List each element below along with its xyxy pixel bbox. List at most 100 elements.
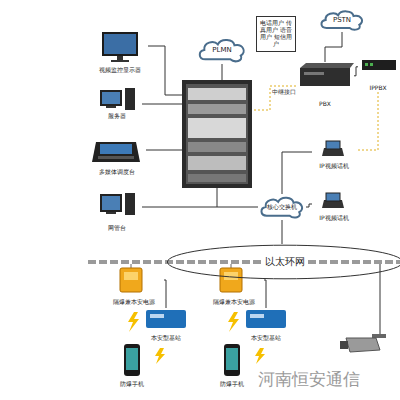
device-node: 服务器 [92, 86, 142, 120]
console-icon [92, 142, 140, 162]
trunk-wire [356, 92, 378, 150]
trunk-wire [252, 86, 378, 150]
server-rack [188, 142, 246, 152]
node-label: 隔爆兼本安电源 [212, 299, 256, 306]
computer-icon [125, 88, 135, 110]
pbx-icon [300, 63, 354, 68]
mobile-phone-icon [224, 344, 240, 376]
ring-bus [131, 264, 132, 268]
node-label: PSTN [333, 16, 351, 24]
power-box-icon [220, 268, 242, 292]
ippbx-icon [365, 63, 368, 66]
mobile-phone-icon [124, 344, 140, 376]
server-rack [182, 80, 252, 188]
cloud-outline [321, 11, 362, 29]
camera-icon [372, 334, 386, 338]
device-node: IPPBX [358, 56, 398, 92]
monitor-icon [102, 32, 138, 56]
node-label: 本安型基站 [150, 335, 182, 342]
lightning-symbol [255, 348, 265, 364]
network-link [164, 280, 166, 308]
node-label: IPPBX [368, 85, 387, 92]
power-box-icon [120, 268, 242, 292]
computer-icon [100, 90, 122, 106]
camera-icon [340, 341, 348, 349]
device-node: 网管台 [92, 190, 142, 232]
video-phone-icon [322, 193, 344, 208]
mobile-phone-icon [126, 348, 138, 370]
node-label: 电话用户 传真用户 语音用户 短信用户 [259, 20, 293, 48]
watermark: 河南恒安通信 [258, 368, 360, 391]
network-link [354, 67, 358, 76]
power-box-icon [124, 272, 138, 280]
computer-icon [100, 88, 135, 110]
server-rack [188, 174, 246, 182]
pbx-icon [300, 63, 354, 86]
computer-icon [106, 106, 116, 108]
node-label: 网管台 [107, 225, 127, 232]
cloud-node: 核心交换机 [258, 194, 306, 220]
device-node: 多媒体调度台 [88, 138, 146, 176]
device-node: 防爆手机 [112, 342, 152, 388]
node-label: 防爆手机 [219, 381, 245, 388]
camera-icon [346, 338, 380, 352]
computer-icon [100, 194, 122, 212]
video-phone-icon [326, 193, 340, 201]
console-icon [98, 156, 134, 159]
network-link [282, 220, 283, 244]
ellipse-outline [167, 245, 400, 279]
server-rack [186, 84, 248, 184]
device-node: 本安型基站 [140, 308, 192, 342]
base-station-icon [250, 314, 264, 318]
box-node: 电话用户 传真用户 语音用户 短信用户 [256, 16, 296, 52]
network-link [325, 32, 342, 62]
computer-icon [106, 212, 116, 214]
wire [146, 150, 182, 151]
wire [380, 264, 381, 336]
device-node: 本安型基站 [240, 308, 292, 342]
base-station-icon [150, 314, 164, 318]
lightning-symbol [155, 348, 165, 364]
base-station-icon [146, 310, 186, 328]
ring-bus [88, 262, 400, 268]
cloud-outline [261, 198, 302, 218]
console-icon [100, 144, 132, 154]
node-label: 隔爆兼本安电源 [112, 299, 156, 306]
device-node: 隔爆兼本安电源 [104, 266, 164, 306]
node-label: IP视频话机 [318, 163, 349, 170]
monitor-icon [117, 56, 123, 60]
network-link [306, 204, 312, 207]
wire [222, 64, 223, 80]
ring-bus [88, 260, 400, 264]
node-label: 本安型基站 [250, 335, 282, 342]
lightning-symbol [128, 312, 265, 364]
device-node: PBX [296, 62, 354, 108]
node-label: 多媒体调度台 [98, 169, 136, 176]
power-box-icon [120, 268, 142, 292]
camera-icon [340, 334, 386, 352]
node-label: 防爆手机 [119, 381, 145, 388]
network-link [282, 152, 312, 194]
lightning-symbol [128, 312, 139, 332]
ring-bus [231, 264, 232, 268]
monitor-icon [111, 60, 129, 62]
node-label: PBX [318, 101, 332, 108]
device-node: IP视频话机 [312, 192, 356, 222]
monitor-icon [104, 34, 136, 54]
wire [148, 46, 182, 95]
wire [217, 188, 218, 207]
node-label: IP视频话机 [318, 215, 349, 222]
node-label: 服务器 [107, 113, 127, 120]
device-node: IP视频话机 [312, 140, 356, 170]
ippbx-icon [370, 63, 373, 66]
base-station-icon [146, 310, 286, 328]
mobile-phone-icon [124, 344, 240, 376]
video-phone-icon [326, 141, 340, 149]
computer-icon [102, 196, 120, 210]
wire [142, 207, 258, 208]
network-link [264, 280, 266, 308]
ellipse-node: 以太环网 [165, 244, 400, 280]
power-box-icon [224, 272, 238, 280]
computer-icon [102, 92, 120, 104]
